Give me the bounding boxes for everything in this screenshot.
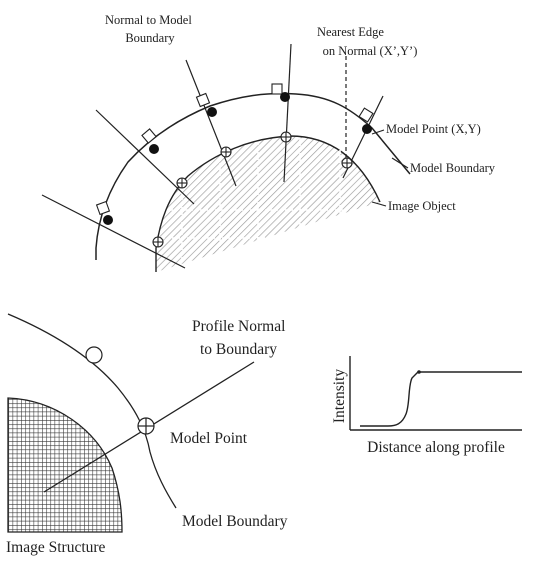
model-boundary-label: Model Boundary: [410, 161, 496, 175]
bl-model-point-label: Model Point: [170, 430, 248, 447]
intensity-plot: Intensity Distance along profile: [331, 356, 522, 456]
bl-model-boundary-curve: [7, 313, 177, 509]
intensity-xlabel: Distance along profile: [367, 439, 505, 456]
normal-line-3: [185, 59, 237, 187]
nearest-edge-label: Nearest Edge on Normal (X’,Y’): [317, 25, 417, 58]
bottom-left-panel: Profile Normal to Boundary Model Point M…: [6, 313, 289, 556]
intensity-ylabel: Intensity: [331, 369, 348, 423]
image-object-label: Image Object: [388, 199, 456, 213]
image-object-boundary: [155, 135, 381, 272]
intensity-peak-marker: [417, 370, 421, 374]
edge-point-3: [220, 146, 232, 158]
model-point-1: [103, 215, 113, 225]
normal-line-4: [283, 43, 292, 183]
profile-normal-label: Profile Normal to Boundary: [192, 318, 289, 358]
image-structure-region: [7, 397, 123, 533]
model-point-4: [280, 92, 290, 102]
normal-line-1: [41, 194, 186, 269]
model-point-label: Model Point (X,Y): [386, 122, 481, 136]
intensity-profile-curve: [360, 371, 522, 427]
edge-point-4: [280, 131, 292, 143]
bl-model-boundary-label: Model Boundary: [182, 513, 288, 530]
edge-point-5: [341, 157, 353, 169]
bl-model-point: [137, 417, 155, 435]
image-object-grid: [162, 138, 360, 262]
edge-point-1: [152, 236, 164, 248]
normal-line-2: [95, 109, 195, 205]
edge-points: [152, 131, 353, 248]
model-points: [103, 92, 372, 225]
image-structure-label: Image Structure: [6, 539, 106, 556]
model-point-5: [362, 124, 372, 134]
top-panel: Normal to Model Boundary Nearest Edge on…: [41, 13, 496, 272]
boundary-open-point: [85, 346, 103, 364]
top-leader-lines: [371, 129, 409, 207]
model-boundary-curve: [95, 92, 411, 260]
model-point-3: [207, 107, 217, 117]
normal-label: Normal to Model Boundary: [105, 13, 195, 45]
right-angle-markers: [95, 83, 374, 216]
model-point-2: [149, 144, 159, 154]
edge-point-2: [176, 177, 188, 189]
